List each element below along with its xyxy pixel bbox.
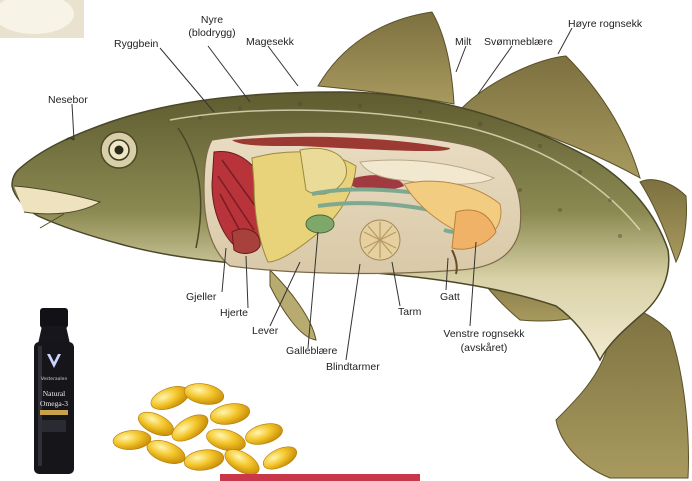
gallbladder-organ [306, 215, 334, 233]
label-gatt: Gatt [440, 291, 460, 303]
omega3-bottle: Vesteraalen Natural Omega-3 [34, 308, 74, 474]
pyloric-caeca-organ [360, 220, 400, 260]
label-ryggbein: Ryggbein [114, 38, 159, 50]
label-lever: Lever [252, 325, 279, 337]
label-galleblaere: Galleblære [286, 345, 338, 357]
bottle-neck [38, 326, 70, 344]
label-venstre-rognsekk: Venstre rognsekk(avskåret) [443, 328, 525, 354]
label-gjeller: Gjeller [186, 291, 217, 303]
label-milt: Milt [455, 36, 471, 48]
label-magesekk: Magesekk [246, 36, 295, 48]
label-tarm: Tarm [398, 306, 422, 318]
bottle-small-print [42, 420, 66, 432]
label-svommeblaere: Svømmeblære [484, 36, 553, 48]
label-nesebor: Nesebor [48, 94, 88, 106]
label-hoyre-rognsekk: Høyre rognsekk [568, 18, 643, 30]
bottom-photo-fragment [220, 474, 420, 481]
bottle-line2: Omega-3 [40, 399, 68, 408]
bottle-cap [40, 308, 68, 328]
label-nyre: Nyre(blodrygg) [188, 14, 235, 39]
omega3-capsules [112, 381, 300, 480]
bottle-brand: Vesteraalen [41, 376, 68, 382]
bottle-line1: Natural [43, 389, 66, 398]
first-dorsal-fin [318, 12, 454, 104]
label-hjerte: Hjerte [220, 307, 248, 319]
bottle-label-band [40, 410, 68, 415]
eye-pupil [115, 146, 124, 155]
label-blindtarmer: Blindtarmer [326, 361, 380, 373]
